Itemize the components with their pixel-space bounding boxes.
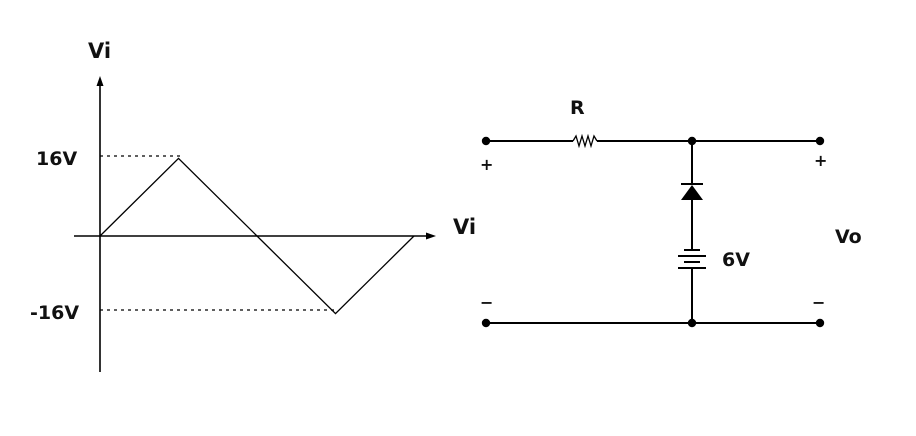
y-axis-label: Vi (88, 39, 111, 63)
diode-icon (681, 185, 703, 200)
top-junction (687, 136, 697, 146)
output-plus-sign: + (814, 151, 827, 170)
output-top-terminal (815, 136, 825, 146)
input-top-terminal (481, 136, 491, 146)
bottom-junction (687, 318, 697, 328)
triangle-waveform (99, 157, 415, 315)
battery-icon (678, 249, 706, 269)
trough-label: -16V (30, 302, 79, 324)
battery-label: 6V (722, 249, 750, 271)
clipper-circuit: R 6V Vo + + − − (480, 97, 862, 328)
output-minus-sign: − (812, 293, 825, 312)
input-plus-sign: + (480, 155, 493, 174)
input-minus-sign: − (480, 293, 493, 312)
input-waveform-graph: Vi Vi 16V -16V (30, 39, 476, 372)
x-axis-label: Vi (453, 215, 476, 239)
peak-label: 16V (36, 148, 77, 170)
input-bottom-terminal (481, 318, 491, 328)
y-axis-arrow-icon (96, 76, 104, 86)
x-axis-arrow-icon (426, 232, 436, 240)
resistor-icon (572, 133, 598, 149)
output-bottom-terminal (815, 318, 825, 328)
output-label: Vo (835, 226, 862, 248)
resistor-label: R (570, 97, 585, 119)
